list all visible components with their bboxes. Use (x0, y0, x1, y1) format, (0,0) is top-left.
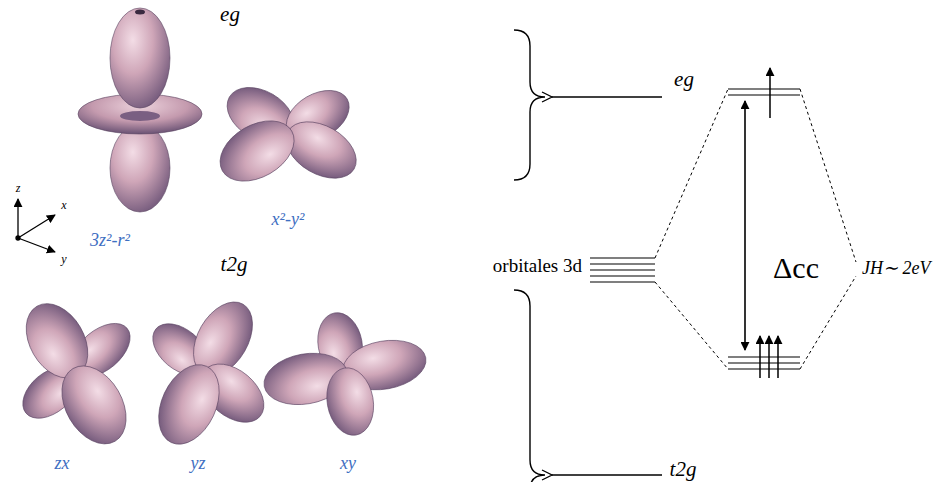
hund-energy-label: JH∼ 2eV (862, 259, 930, 278)
level-label: t2g (670, 458, 697, 480)
orbital-name: zx (55, 454, 70, 473)
axis-triad (16, 236, 20, 240)
dx2y2-orbital (209, 76, 366, 193)
axis-triad (18, 215, 55, 238)
pointer-arrow (552, 474, 662, 475)
dzx-orbital (13, 293, 140, 456)
dx2y2-orbital (209, 108, 304, 193)
axis-triad (16, 199, 55, 252)
pointer-arrow (552, 97, 662, 475)
energy-level (590, 269, 655, 270)
energy-level (590, 275, 655, 276)
energy-level (728, 356, 800, 357)
dxy-orbital (260, 309, 430, 439)
splitting-label: Δcc (773, 252, 819, 284)
brace (514, 290, 545, 482)
level-label: t2g (221, 253, 248, 275)
splitting-arrow (744, 101, 746, 350)
energy-level (590, 281, 655, 282)
electron-spin (769, 68, 771, 118)
dz2-orbital (110, 124, 170, 212)
energy-level (728, 88, 800, 89)
energy-level (728, 362, 800, 363)
orbital-name: 3z²-r² (90, 231, 130, 250)
dz2-orbital (135, 10, 145, 15)
dyz-orbital (143, 292, 275, 454)
splitting-arrow (744, 101, 746, 350)
electron-spin (760, 68, 778, 378)
electron-spin (777, 336, 779, 378)
correlation-line (655, 89, 728, 258)
pointer-arrow (552, 96, 662, 97)
dxy-orbital (322, 364, 379, 439)
dzx-orbital (49, 355, 139, 456)
electron-spin (759, 336, 761, 378)
axis-label: y (61, 253, 66, 266)
axis-triad (17, 199, 18, 238)
axis-label: x (61, 199, 66, 212)
correlation-line (655, 282, 728, 369)
energy-level (728, 94, 800, 95)
dz2-orbital (120, 111, 160, 121)
orbital-set-label: orbitales 3d (493, 256, 582, 276)
energy-level (590, 257, 655, 258)
electron-spin (768, 336, 770, 378)
correlation-line (800, 89, 856, 262)
orbital-name: xy (340, 454, 356, 473)
dz2-orbital (78, 8, 202, 212)
level-label: eg (220, 3, 240, 25)
dz2-orbital (110, 8, 170, 108)
orbital-name: x²-y² (272, 210, 305, 229)
correlation-line (655, 89, 856, 369)
energy-level (590, 89, 800, 369)
orbital-name: yz (191, 454, 206, 473)
energy-level (590, 263, 655, 264)
dyz-orbital (147, 355, 231, 454)
axis-triad (18, 238, 55, 252)
axis-label: z (16, 182, 21, 195)
brace (514, 30, 545, 180)
energy-level (728, 368, 800, 369)
level-label: eg (674, 68, 694, 90)
correlation-line (800, 276, 856, 369)
